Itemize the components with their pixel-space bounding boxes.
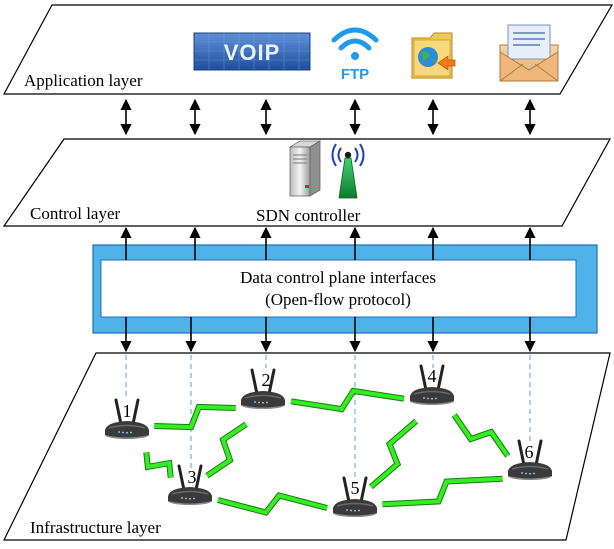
control-interface-arrows (120, 226, 536, 260)
app-control-arrows (120, 98, 536, 136)
wireless-links (143, 387, 511, 516)
interface-title: Data control plane interfaces (240, 268, 436, 287)
router-node: 3 (166, 464, 214, 507)
wireless-link (154, 403, 236, 431)
ftp-app-icon: FTP (331, 27, 379, 83)
ftp-label: FTP (341, 66, 369, 83)
infrastructure-layer-plane (3, 352, 611, 541)
interface-subtitle: (Open-flow protocol) (265, 290, 411, 309)
email-icon (499, 24, 559, 82)
router-node: 5 (331, 476, 379, 519)
router-label: 2 (262, 370, 271, 390)
antenna-tower-icon (331, 143, 365, 199)
dashed-drop-lines (125, 355, 531, 478)
control-layer-label: Control layer (30, 204, 121, 223)
sdn-controller-label: SDN controller (256, 206, 361, 225)
router-node: 2 (239, 368, 287, 411)
wireless-link (217, 492, 328, 516)
router-label: 1 (123, 401, 132, 421)
router-node: 4 (408, 364, 456, 407)
infrastructure-layer-label: Infrastructure layer (30, 518, 161, 537)
router-label: 5 (351, 478, 360, 498)
application-layer-label: Application layer (24, 71, 143, 90)
wireless-link (205, 421, 248, 479)
voip-app-icon: VOIP (193, 32, 311, 71)
browser-folder-icon (411, 32, 456, 79)
server-icon (288, 140, 322, 197)
interface-infrastructure-arrows (120, 317, 536, 353)
wireless-link (368, 418, 419, 490)
interface-box (100, 259, 577, 318)
voip-label: VOIP (224, 40, 281, 65)
wireless-link (143, 451, 174, 479)
wireless-link (451, 413, 511, 458)
wireless-link (382, 475, 503, 508)
router-label: 6 (525, 442, 534, 462)
router-label: 3 (188, 467, 197, 487)
wireless-link (290, 387, 405, 413)
router-nodes: 1 2 3 4 5 6 (103, 364, 554, 519)
router-node: 6 (506, 439, 554, 482)
router-node: 1 (103, 398, 151, 441)
router-label: 4 (428, 366, 437, 386)
